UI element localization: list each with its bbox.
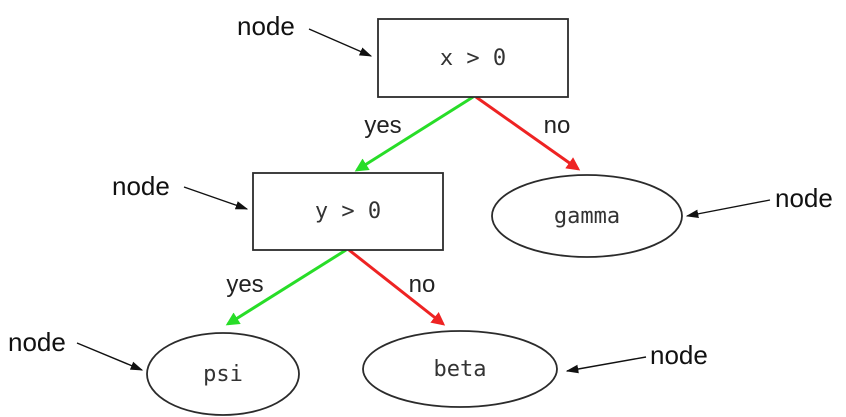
node-gamma-ellipse (491, 174, 683, 258)
annotation-label-root: node (237, 11, 295, 41)
annotation-arrow-beta (565, 356, 647, 374)
edge-label-branch-yes: yes (226, 271, 263, 298)
edge-branch-yes (225, 248, 347, 326)
annotation-arrow-gamma (685, 199, 771, 219)
node-branch-label: y > 0 (315, 199, 381, 224)
node-root-rect (377, 18, 569, 98)
node-psi-ellipse (146, 332, 300, 416)
edge-label-branch-no: no (409, 271, 436, 298)
annotation-label-psi: node (8, 327, 66, 357)
node-beta-label: beta (434, 357, 487, 382)
annotation-arrow-branch (183, 186, 249, 210)
node-psi-label: psi (203, 362, 243, 387)
annotation-label-branch: node (112, 171, 170, 201)
annotation-label-gamma: node (775, 183, 833, 213)
edge-root-no (475, 95, 581, 171)
edge-label-root-no: no (544, 112, 571, 139)
edge-branch-no (348, 248, 446, 326)
node-gamma-label: gamma (554, 204, 620, 229)
node-root-label: x > 0 (440, 46, 506, 71)
node-beta-ellipse (362, 330, 558, 408)
annotation-arrow-psi (76, 342, 144, 371)
annotation-arrow-root (308, 28, 373, 57)
edge-label-root-yes: yes (364, 112, 401, 139)
node-branch-rect (252, 172, 444, 251)
annotation-label-beta: node (650, 340, 708, 370)
edge-root-yes (354, 95, 474, 172)
